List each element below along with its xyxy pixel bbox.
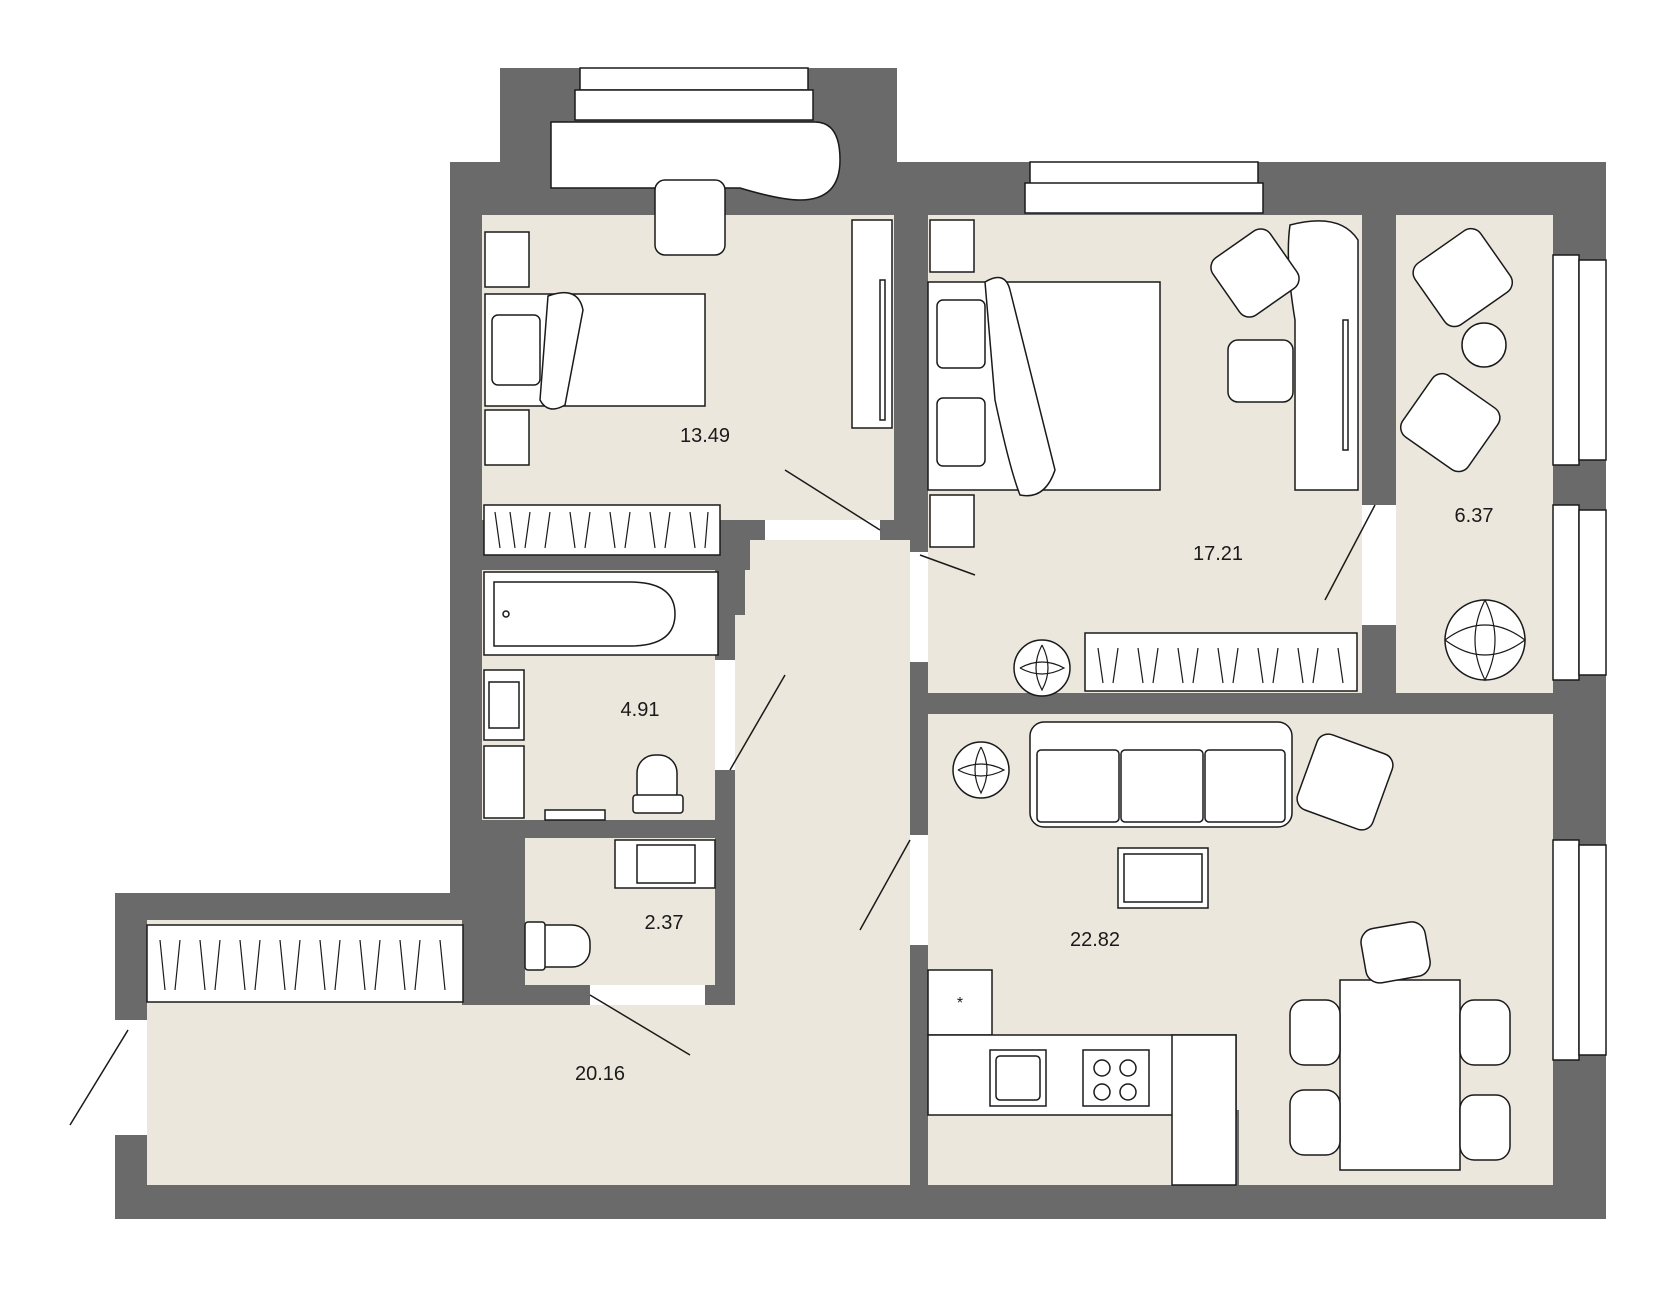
- wardrobe-icon: [483, 504, 721, 556]
- area-loggia: 6.37: [1455, 505, 1494, 527]
- plant-icon: [952, 741, 1010, 799]
- area-bedroom-1: 13.49: [680, 425, 730, 447]
- sink-icon: [989, 1049, 1047, 1107]
- window-icon: [574, 67, 1607, 1061]
- toilet-room: [524, 839, 716, 971]
- chair-icon: [1459, 999, 1511, 1066]
- bedroom-2: [927, 219, 1359, 697]
- counter: [1171, 1034, 1237, 1186]
- bathroom: [483, 571, 719, 821]
- wardrobe-icon: [1084, 632, 1358, 692]
- wardrobe-icon: [851, 219, 893, 429]
- pillow: [491, 314, 541, 386]
- coffee-table: [1461, 322, 1507, 368]
- area-living-kitchen: 22.82: [1070, 929, 1120, 951]
- armchair-icon: [1210, 228, 1300, 318]
- svg-text:*: *: [957, 995, 963, 1012]
- door-icon[interactable]: [69, 469, 1376, 1126]
- area-toilet: 2.37: [645, 912, 684, 934]
- nightstand: [929, 219, 975, 273]
- sofa-icon: [1029, 721, 1293, 828]
- floor-corridor: [735, 540, 910, 1005]
- chair-icon: [1360, 921, 1431, 984]
- wardrobe-icon: [146, 924, 464, 1003]
- sink-icon: [614, 839, 716, 889]
- desk-icon: [1287, 220, 1359, 491]
- plant-icon: [1444, 599, 1526, 681]
- pillow: [936, 397, 986, 467]
- armchair-icon: [1296, 733, 1394, 831]
- towel-rail: [544, 809, 606, 821]
- chair-icon: [1227, 339, 1294, 403]
- pillow: [936, 299, 986, 369]
- hallway: [146, 924, 464, 1003]
- nightstand: [929, 494, 975, 548]
- desk-icon: [550, 121, 841, 201]
- chair-icon: [1289, 999, 1341, 1066]
- floor-hallway: [147, 1000, 910, 1185]
- chair-icon: [1459, 1094, 1511, 1161]
- interior-walls: [462, 215, 1606, 1185]
- stove-icon: [1082, 1049, 1150, 1107]
- armchair-icon: [1399, 372, 1501, 473]
- bedroom-1: [483, 121, 893, 556]
- bathtub-icon: [483, 571, 719, 656]
- door-openings: [115, 505, 1396, 1135]
- armchair-icon: [1412, 227, 1514, 328]
- tv-icon: [879, 279, 886, 421]
- nightstand: [484, 409, 530, 466]
- area-bedroom-2: 17.21: [1193, 543, 1243, 565]
- sink-icon: [483, 669, 525, 741]
- tv-icon: [1342, 319, 1349, 451]
- washer-icon: [483, 745, 525, 819]
- nightstand: [484, 231, 530, 288]
- blanket: [984, 276, 1056, 497]
- coffee-table: [1117, 847, 1209, 909]
- chair-icon: [654, 179, 726, 256]
- area-hallway: 20.16: [575, 1063, 625, 1085]
- plant-icon: [1013, 639, 1071, 697]
- area-bathroom: 4.91: [621, 699, 660, 721]
- chair-icon: [1289, 1089, 1341, 1156]
- loggia: [1399, 227, 1527, 682]
- dining-table-icon: [1339, 979, 1461, 1171]
- blanket: [539, 292, 584, 410]
- living-kitchen: *: [927, 721, 1511, 1186]
